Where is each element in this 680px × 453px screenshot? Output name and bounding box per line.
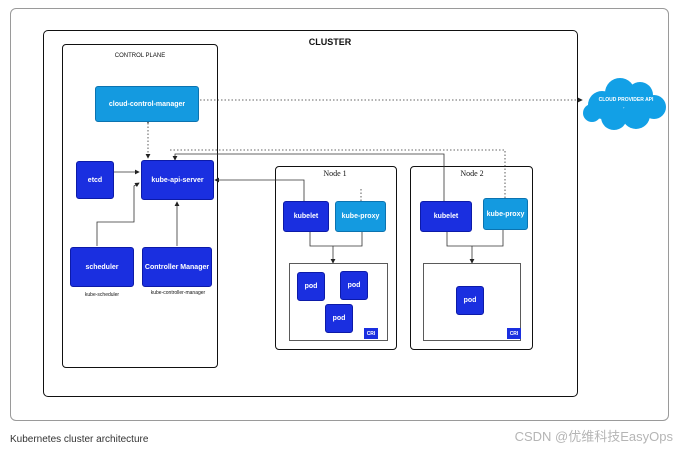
node-2-cri-badge: CRI <box>507 328 521 339</box>
node-1-kube-proxy-box: kube-proxy <box>335 201 386 232</box>
node-1-kubelet-box: kubelet <box>283 201 329 232</box>
cloud-provider-api-label: CLOUD PROVIDER API <box>598 97 654 103</box>
node-1-title: Node 1 <box>323 169 347 178</box>
node-2-kubelet-box: kubelet <box>420 201 472 232</box>
node-1-pod-3: pod <box>325 304 353 333</box>
cloud-control-manager-box: cloud-control-manager <box>95 86 199 122</box>
node-2-kube-proxy-box: kube-proxy <box>483 198 528 230</box>
node-2-panel <box>410 166 533 350</box>
cluster-boundary <box>43 30 578 397</box>
etcd-box: etcd <box>76 161 114 199</box>
node-1-pod-1: pod <box>297 272 325 301</box>
control-plane-label: CONTROL PLANE <box>114 53 166 59</box>
cloud-icon <box>583 78 666 130</box>
node-1-cri-badge: CRI <box>364 328 378 339</box>
node-2-pod-1: pod <box>456 286 484 315</box>
controller-manager-caption: kube-controller-manager <box>150 290 206 296</box>
figure-caption: Kubernetes cluster architecture <box>10 434 149 445</box>
cluster-label: CLUSTER <box>308 37 352 47</box>
watermark: CSDN @优维科技EasyOps <box>514 429 673 444</box>
scheduler-caption: kube-scheduler <box>84 292 120 298</box>
node-2-title: Node 2 <box>460 169 484 178</box>
controller-manager-box: Controller Manager <box>142 247 212 287</box>
node-1-panel <box>275 166 397 350</box>
outer-frame <box>10 8 669 421</box>
scheduler-box: scheduler <box>70 247 134 287</box>
node-1-pod-2: pod <box>340 271 368 300</box>
kube-api-server-box: kube-api-server <box>141 160 214 200</box>
control-plane-panel <box>62 44 218 368</box>
